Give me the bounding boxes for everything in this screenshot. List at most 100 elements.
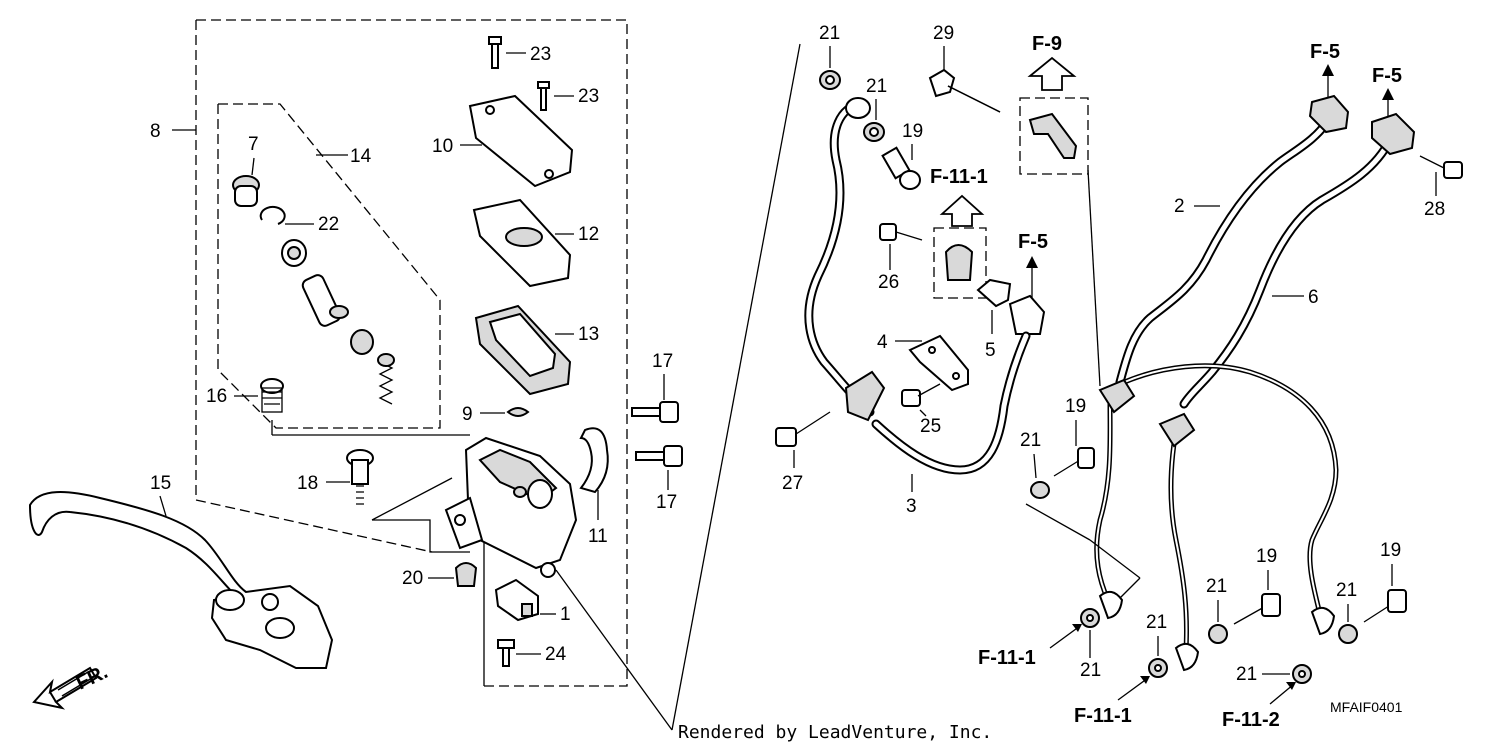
cap-screw-23-lower <box>537 81 550 111</box>
ref-f11-2-bottom: F-11-2 <box>1222 709 1280 731</box>
callout-21-top: 21 <box>819 23 840 44</box>
callout-2: 2 <box>1174 196 1185 217</box>
brake-lever <box>28 491 334 669</box>
pivot-bolt-18 <box>346 449 374 505</box>
brake-hose-6 <box>1179 112 1416 409</box>
callout-8: 8 <box>150 121 161 142</box>
bracket-4 <box>908 334 969 392</box>
callout-21-lower-mid: 21 <box>1146 612 1167 633</box>
callout-29: 29 <box>933 23 954 44</box>
banjo-bolt-19-right <box>1338 589 1407 644</box>
cap-screw-23-top <box>488 36 502 69</box>
reservoir-cap <box>468 94 574 188</box>
banjo-bolt-19-mid <box>1208 593 1281 644</box>
callout-10: 10 <box>432 136 453 157</box>
callout-12: 12 <box>578 224 599 245</box>
callout-11: 11 <box>588 526 608 547</box>
callout-17-upper: 17 <box>652 351 673 372</box>
f11-1-top-arrow <box>939 194 985 227</box>
callout-16: 16 <box>206 386 227 407</box>
washer-21-lower-left <box>1080 608 1100 628</box>
ref-f5-top-right: F-5 <box>1372 65 1402 87</box>
piston-cup <box>281 239 307 267</box>
f11-1-top-clamp <box>933 227 987 299</box>
master-cylinder-group-box <box>172 19 628 687</box>
leader-lines-left <box>271 43 801 731</box>
grommet-5 <box>976 278 1046 335</box>
callout-25: 25 <box>920 416 941 437</box>
callout-9: 9 <box>462 404 473 425</box>
bolt-25 <box>901 383 941 407</box>
callout-21-left: 21 <box>1020 430 1041 451</box>
holder-11 <box>579 427 609 494</box>
callout-27: 27 <box>782 473 803 494</box>
ref-f11-1-left: F-11-1 <box>978 647 1036 669</box>
callout-1: 1 <box>560 604 571 625</box>
bolt-28 <box>1419 155 1463 179</box>
callout-19-mid: 19 <box>1256 546 1277 567</box>
bolt-27 <box>775 411 831 447</box>
callout-17-lower: 17 <box>656 492 677 513</box>
callout-21-lower-left: 21 <box>1080 660 1101 681</box>
callout-19-right: 19 <box>1380 540 1401 561</box>
callout-18: 18 <box>297 473 318 494</box>
callout-22: 22 <box>318 214 339 235</box>
callout-3: 3 <box>906 496 917 517</box>
clip-9 <box>506 407 530 417</box>
callout-21-right: 21 <box>1336 580 1357 601</box>
callout-4: 4 <box>877 332 888 353</box>
brake-switch <box>494 578 539 622</box>
banjo-bolt-19-left <box>1030 447 1095 499</box>
reservoir-diaphragm <box>474 304 572 396</box>
callout-26: 26 <box>878 272 899 293</box>
callout-13: 13 <box>578 324 599 345</box>
bolt-26 <box>879 223 923 241</box>
ref-f5-mid: F-5 <box>1018 231 1048 253</box>
callout-28: 28 <box>1424 199 1445 220</box>
ref-f9: F-9 <box>1032 33 1062 55</box>
piston <box>301 274 349 327</box>
f9-arrow <box>1027 56 1077 91</box>
master-cylinder-body <box>444 436 578 578</box>
circlip <box>259 205 286 225</box>
reservoir-plate <box>472 198 572 288</box>
washer-21-top <box>819 70 841 90</box>
callout-6: 6 <box>1308 287 1319 308</box>
callout-5: 5 <box>985 340 996 361</box>
callout-15: 15 <box>150 473 171 494</box>
bolt-29 <box>928 68 1001 113</box>
washer-21-second <box>863 122 885 142</box>
callout-21-mid: 21 <box>1206 576 1227 597</box>
callout-19-top: 19 <box>902 121 923 142</box>
secondary-cup <box>350 329 374 355</box>
washer-21-lower-mid <box>1148 658 1168 678</box>
ref-f11-1-top: F-11-1 <box>930 166 988 188</box>
washer-21-lower-right <box>1292 664 1312 684</box>
piston-kit-group-box <box>217 103 441 429</box>
brake-hose-3 <box>804 97 1031 475</box>
f9-clamp <box>1019 97 1089 175</box>
cap-20 <box>454 562 478 587</box>
screw-24 <box>497 639 515 667</box>
cap-16 <box>260 378 284 413</box>
callout-21-lower-right: 21 <box>1236 664 1257 685</box>
callout-24: 24 <box>545 644 567 665</box>
banjo-bolt-19-top <box>881 146 921 190</box>
callout-23-top: 23 <box>530 44 551 65</box>
bolt-17-upper <box>631 401 679 423</box>
callout-20: 20 <box>402 568 423 589</box>
bolt-17-lower <box>635 445 683 467</box>
callout-19-left: 19 <box>1065 396 1086 417</box>
callout-21-second: 21 <box>866 76 887 97</box>
callout-7: 7 <box>248 134 259 155</box>
piston-spring <box>377 353 395 405</box>
ref-f5-top-left: F-5 <box>1310 41 1340 63</box>
piston-boot <box>232 175 260 207</box>
callout-14: 14 <box>350 146 372 167</box>
credit-text: Rendered by LeadVenture, Inc. <box>678 722 992 743</box>
callout-23-lower: 23 <box>578 86 599 107</box>
ref-f11-1-bottom: F-11-1 <box>1074 705 1132 727</box>
cross-hose <box>1094 363 1339 672</box>
brake-hose-2 <box>1115 94 1350 387</box>
